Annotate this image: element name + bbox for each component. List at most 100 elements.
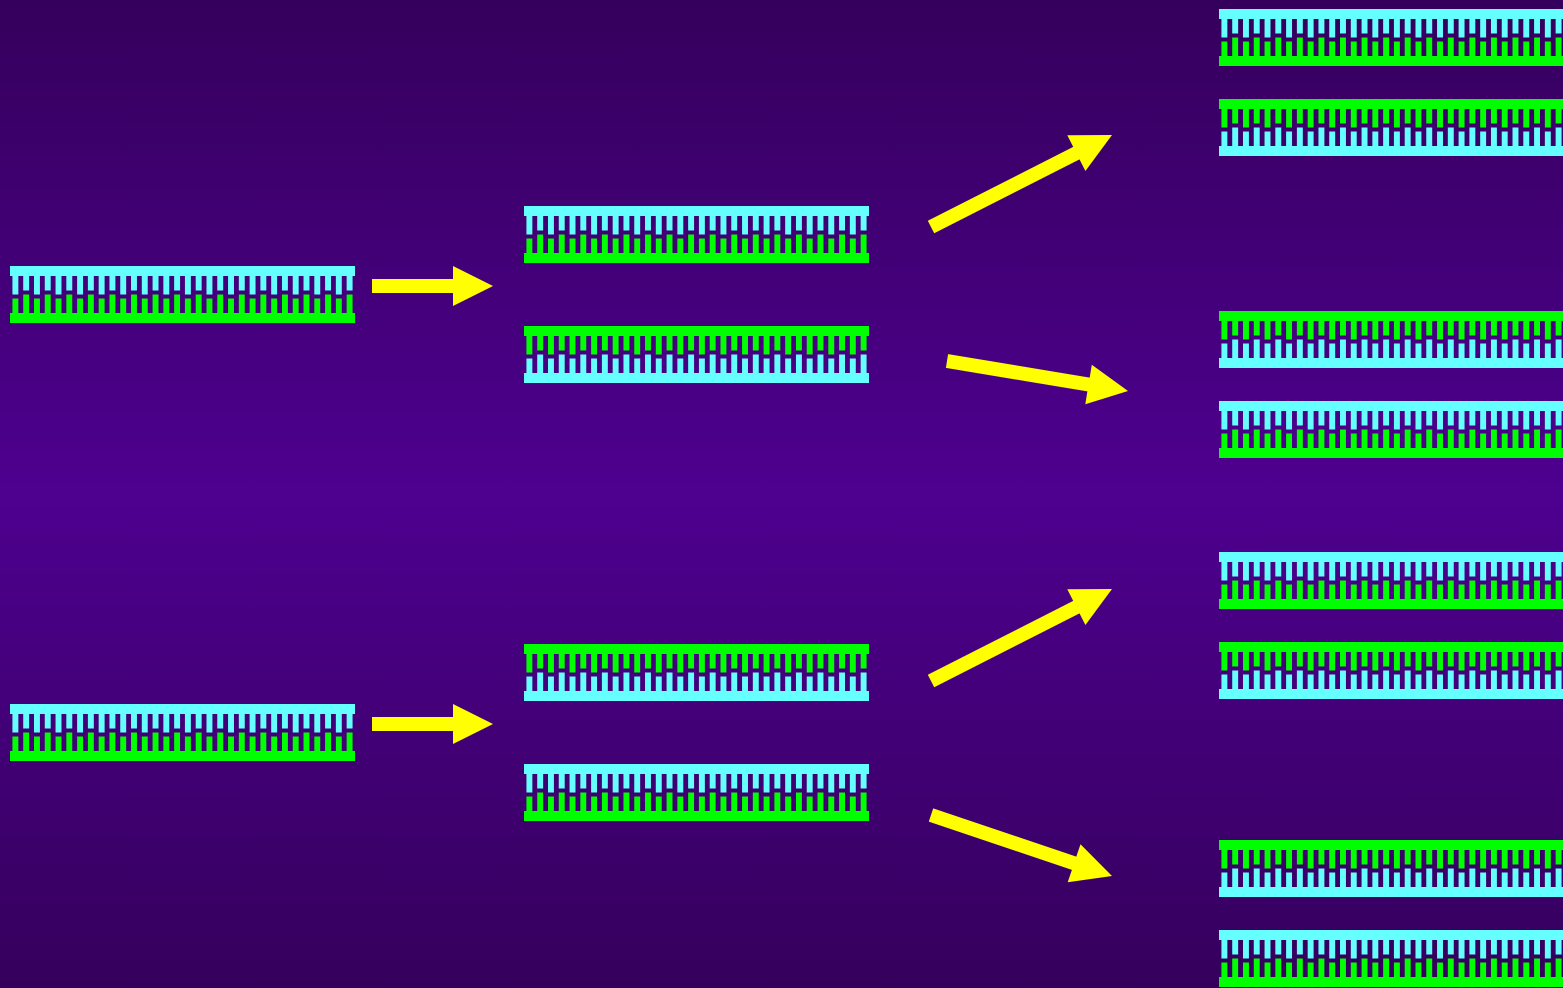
base-bottom	[1426, 37, 1433, 56]
base-bottom	[558, 672, 565, 691]
base-bottom	[731, 234, 738, 253]
base-bottom	[752, 354, 759, 373]
base-bottom	[688, 234, 695, 253]
base-bottom	[634, 358, 641, 373]
base-top	[1307, 940, 1314, 959]
base-bottom	[325, 732, 332, 751]
base-top	[612, 336, 619, 355]
base-top	[1340, 652, 1346, 667]
base-bottom	[1501, 584, 1508, 599]
base-bottom	[152, 732, 159, 751]
base-bottom	[1232, 580, 1239, 599]
base-top	[709, 774, 716, 789]
base-bottom	[806, 358, 813, 373]
base-top	[1404, 321, 1411, 336]
base-top	[1383, 109, 1390, 124]
base-top	[601, 654, 608, 669]
base-top	[87, 276, 94, 291]
base-top	[763, 774, 770, 793]
base-bottom	[1415, 41, 1422, 56]
base-bottom	[1512, 670, 1519, 689]
base-top	[1404, 850, 1411, 865]
base-top	[1544, 940, 1551, 959]
base-bottom	[806, 676, 813, 691]
base-top	[742, 654, 748, 673]
base-bottom	[1534, 429, 1541, 448]
base-bottom	[806, 238, 813, 253]
base-bottom	[1534, 37, 1541, 56]
base-top	[828, 216, 835, 235]
base-top	[720, 216, 727, 235]
base-top	[1501, 321, 1508, 340]
base-bottom	[1221, 41, 1228, 56]
base-top	[228, 714, 234, 733]
base-bottom	[1307, 962, 1314, 977]
base-top	[742, 336, 748, 355]
base-top	[1447, 19, 1454, 34]
base-top	[655, 216, 662, 235]
base-top	[1329, 850, 1336, 869]
base-top	[655, 654, 662, 673]
base-bottom	[292, 736, 299, 751]
base-bottom	[1447, 429, 1454, 448]
strand-bottom	[1219, 599, 1563, 609]
base-bottom	[1458, 343, 1465, 358]
strand-top	[10, 704, 355, 714]
base-top	[1501, 850, 1508, 869]
base-top	[569, 216, 576, 235]
base-bottom	[1361, 339, 1368, 358]
base-top	[1458, 940, 1465, 959]
base-top	[1512, 652, 1519, 667]
base-bottom	[1415, 343, 1422, 358]
base-top	[839, 216, 846, 231]
base-bottom	[1221, 131, 1228, 146]
replication-arrow-0	[372, 266, 493, 306]
base-top	[1329, 321, 1336, 340]
base-top	[1361, 850, 1368, 865]
base-top	[77, 276, 84, 295]
base-bottom	[1447, 37, 1454, 56]
base-top	[271, 276, 278, 295]
base-top	[1232, 19, 1239, 34]
base-bottom	[1501, 131, 1508, 146]
base-top	[217, 714, 224, 729]
base-bottom	[1286, 872, 1293, 887]
base-bottom	[1361, 868, 1368, 887]
base-top	[1350, 411, 1357, 430]
base-bottom	[66, 732, 73, 751]
base-bottom	[1523, 674, 1530, 689]
base-top	[580, 654, 587, 669]
base-bottom	[860, 234, 867, 253]
base-bottom	[1523, 584, 1530, 599]
base-top	[537, 216, 544, 231]
base-bottom	[44, 294, 51, 313]
base-bottom	[1329, 433, 1336, 448]
base-top	[1469, 652, 1476, 667]
base-bottom	[1264, 872, 1271, 887]
base-top	[817, 774, 824, 789]
base-bottom	[623, 234, 630, 253]
base-bottom	[612, 238, 619, 253]
base-top	[1490, 940, 1497, 955]
base-top	[828, 774, 835, 793]
base-top	[195, 714, 202, 729]
base-top	[698, 654, 705, 673]
base-bottom	[623, 792, 630, 811]
base-top	[1458, 109, 1465, 128]
base-top	[1544, 19, 1551, 38]
base-top	[346, 276, 353, 291]
base-top	[795, 336, 802, 351]
base-bottom	[1242, 343, 1249, 358]
base-bottom	[547, 676, 554, 691]
base-bottom	[1275, 339, 1282, 358]
base-top	[1350, 940, 1357, 959]
base-bottom	[1242, 584, 1249, 599]
base-top	[1490, 109, 1497, 124]
base-bottom	[1437, 584, 1443, 599]
strand-bottom	[10, 313, 355, 323]
base-top	[33, 276, 40, 295]
base-bottom	[1264, 584, 1271, 599]
base-top	[839, 336, 846, 351]
base-bottom	[795, 354, 802, 373]
base-bottom	[1393, 131, 1400, 146]
